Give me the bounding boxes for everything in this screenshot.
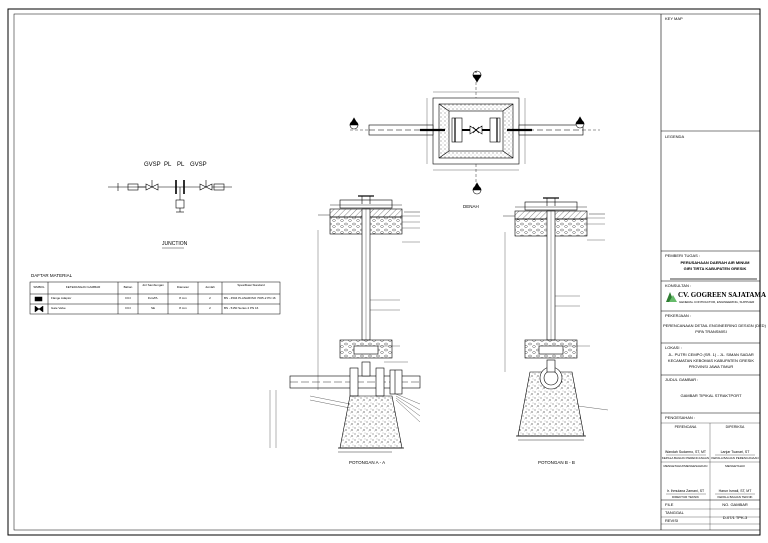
perencana-label: PERENCANA [674, 425, 697, 429]
legenda-label: LEGENDA [665, 134, 685, 139]
section-b-title: POTONGAN B - B [538, 460, 575, 465]
material-row-1-description: Flange Adaptor [51, 296, 72, 300]
lokasi-label: LOKASI : [665, 345, 682, 350]
signatory-3-role: DIREKTUR TEKNIK [672, 495, 699, 499]
pemberi-tugas-line1: PERUSAHAAN DAERAH AIR MINUM [680, 260, 750, 265]
pemberi-tugas-line2: GIRI TIRTA KABUPATEN GRESIK [683, 266, 747, 271]
inner-frame [13, 13, 761, 531]
pekerjaan-line1: PERENCANAAN DETAIL ENGINEERING DESIGN (D… [663, 323, 766, 328]
signatory-4-role: KEPALA BAGIAN TEKNIK [717, 495, 753, 499]
lokasi-line3: PROVINSI JAWA TIMUR [688, 364, 734, 369]
schematic-label-gvsp-left: GVSP [144, 162, 161, 168]
pengesahan-label: PENGESAHAN : [665, 415, 696, 420]
section-marker-b-bottom: B [475, 185, 478, 189]
pemberi-tugas-label: PEMBERI TUGAS : [665, 253, 701, 258]
outer-frame [7, 8, 761, 536]
material-header-spec: Spesifikasi Standard [237, 283, 265, 287]
material-row-2-joint: SE [150, 306, 155, 310]
material-row-2-description: Gate Valve [51, 306, 66, 310]
pekerjaan-label: PEKERJAAN : [665, 313, 692, 318]
file-label: FILE [665, 502, 674, 507]
material-header-diameter: Diameter [176, 285, 190, 289]
material-row-1-spec: BS - 4504 PLANAR/ISO 7005-2 PN 16 [224, 296, 276, 300]
section-a-title: POTONGAN A - A [349, 460, 386, 465]
no-gambar-label: NO. GAMBAR [722, 502, 748, 507]
schematic-label-pl-right: PL [177, 162, 185, 168]
junction-schematic [108, 180, 232, 249]
junction-label: JUNCTION [162, 241, 188, 247]
material-header-symbol: SIMBOL [33, 285, 45, 289]
lokasi-line1: JL. PUTRI CEMPO (SR. 1) - JL. SIMAN SADA… [668, 352, 754, 357]
section-a-a [269, 195, 421, 453]
mengetahui-left: MENGETAHUI/MENGESAHKAN [663, 464, 708, 468]
section-b-b [503, 197, 609, 441]
section-marker-b-top: B [475, 70, 478, 74]
material-row-1-diameter: 8 mm [179, 296, 187, 300]
material-row-1-material: DCI [125, 296, 131, 300]
key-map-label: KEY MAP [665, 16, 683, 21]
plan-view [349, 70, 600, 195]
material-header-qty: Jumlah [205, 285, 215, 289]
signatory-3-name: Ir. Ihmulana Zamani, ST [666, 489, 705, 493]
signatory-1-role: KEPALA BAGIAN PERENCANAAN [661, 456, 710, 460]
signatory-4-name: Harun Ismail, ST, MT [718, 489, 752, 493]
pekerjaan-line2: PIPA TRANSMISI [695, 329, 727, 334]
diperiksa-label: DIPERIKSA [725, 425, 745, 429]
schematic-label-pl-left: PL [164, 162, 172, 168]
consultant-name: CV. GOGREEN SAJATAMA [678, 291, 767, 299]
section-marker-a-left: A [352, 120, 355, 124]
consultant-logo [666, 292, 677, 302]
judul-label: JUDUL GAMBAR : [665, 377, 699, 382]
material-row-1-joint: FLG/PL [147, 296, 159, 300]
lokasi-line2: KECAMATAN KEBOMAS KABUPATEN GRESIK [667, 358, 755, 363]
signatory-2-name: Lanjar Tuanari, ST [720, 450, 750, 454]
section-marker-a-right: A [578, 119, 581, 123]
mengetahui-right: MENGETAHUI [725, 464, 745, 468]
konsultan-label: KONSULTAN : [665, 283, 692, 288]
material-table-grid [29, 281, 281, 315]
material-row-2-material: DCI [125, 306, 131, 310]
material-row-2-qty: 2 [209, 306, 211, 310]
signatory-1-name: Wandah Sudarmo, ST, MT [664, 450, 707, 454]
plan-view-title: DENAH [463, 204, 479, 209]
material-header-description: KETERANGAN GAMBAR [65, 285, 101, 289]
material-header-material: Bahan [123, 285, 133, 289]
drawing-title: GAMBAR TIPIKAL STRAKTPORT [680, 393, 742, 398]
material-row-1-qty: 2 [209, 296, 211, 300]
material-table-title: DAFTAR MATERIAL [31, 273, 73, 278]
drawing-number: D-07/1 TPK-3 [722, 515, 748, 520]
revisi-label: REVISI [665, 518, 679, 523]
title-block [660, 14, 760, 530]
signatory-2-role: KEPALA BAGIAN PERENCANAAN [711, 456, 759, 460]
schematic-label-gvsp-right: GVSP [190, 162, 207, 168]
material-row-2-diameter: 8 mm [179, 306, 187, 310]
material-header-joint: Jml Sambungan [142, 283, 164, 287]
consultant-subtitle: GENERAL CONTRACTOR, ENGINEERING, SUPPLIE… [679, 300, 755, 304]
material-row-2-spec: BS - 5150 Series 2 PN 16 [224, 306, 259, 310]
tanggal-label: TANGGAL [665, 510, 684, 515]
